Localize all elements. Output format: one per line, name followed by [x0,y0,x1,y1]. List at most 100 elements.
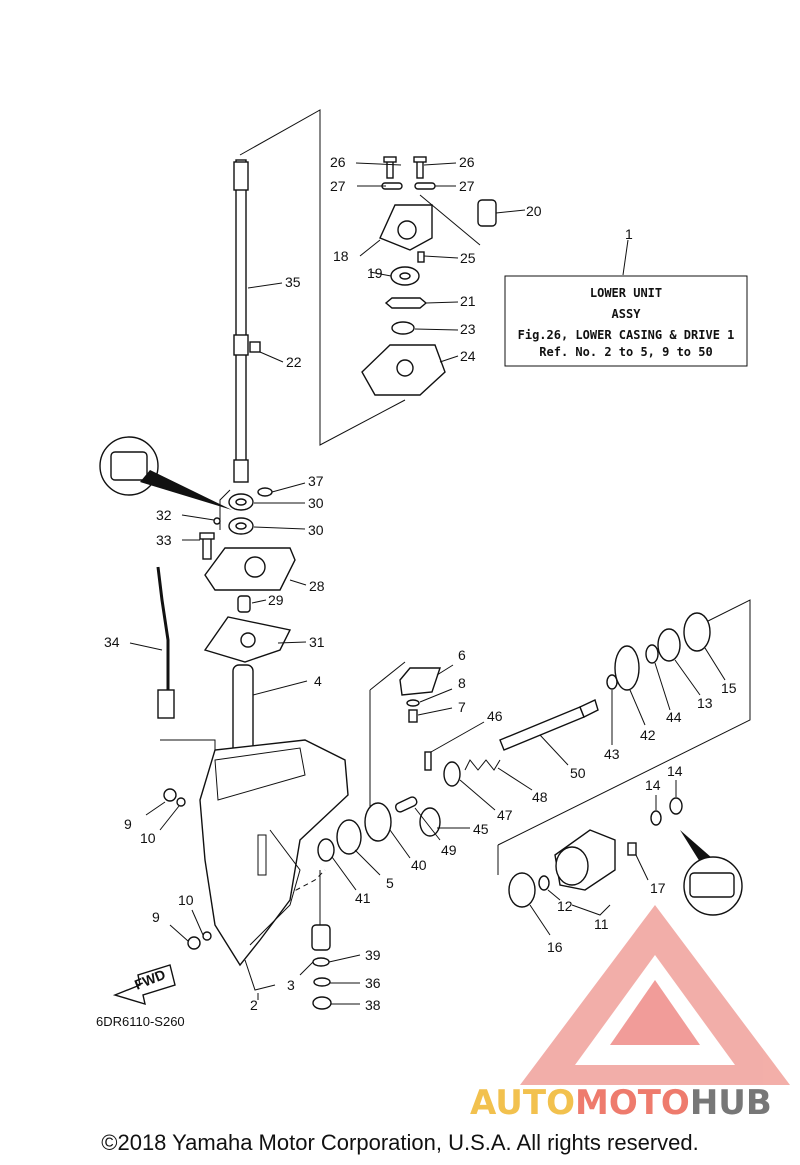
forward-direction-arrow: FWD [112,964,176,1006]
collar-29 [237,595,251,613]
part-37-clip [257,487,273,497]
diagram-code: 6DR6110-S260 [96,1014,185,1029]
ring-47 [443,761,461,787]
callout-46: 46 [487,708,503,724]
bolt-26a-head [383,156,397,163]
shift-rod-34 [156,566,170,690]
washer-10b [202,931,212,941]
callout-34: 34 [104,634,120,650]
callout-9b: 9 [152,909,160,925]
callout-40: 40 [411,857,427,873]
callout-27a: 27 [330,178,346,194]
info-box-line4: Ref. No. 2 to 5, 9 to 50 [539,345,712,359]
water-tube-20 [477,199,497,227]
info-box-leader [622,239,629,276]
callout-21: 21 [460,293,476,309]
callout-39: 39 [365,947,381,963]
bolt-33-head [199,532,215,540]
info-box-frame [504,275,748,367]
callout-7: 7 [458,699,466,715]
callout-33: 33 [156,532,172,548]
callout-49: 49 [441,842,457,858]
callout-26b: 26 [459,154,475,170]
callout-37: 37 [308,473,324,489]
callout-18: 18 [333,248,349,264]
screw-7 [408,709,418,723]
outer-plate-hole [396,359,414,377]
callout-15: 15 [721,680,737,696]
callout-13: 13 [697,695,713,711]
oring-15 [683,612,711,652]
callout-48: 48 [532,789,548,805]
gasket-31-hole [240,632,256,648]
info-box-line3: Fig.26, LOWER CASING & DRIVE 1 [518,328,735,342]
callout-35: 35 [285,274,301,290]
pin-32 [213,517,221,525]
gasket-23 [391,321,415,335]
drive-shaft-bottom-spline [233,459,249,483]
callout-10a: 10 [140,830,156,846]
callout-41: 41 [355,890,371,906]
retainer-group [203,547,296,663]
drive-shaft-collar [233,334,249,356]
plunger-49 [394,796,418,813]
shim-39 [312,957,330,967]
seal-14b [669,797,683,815]
watermark-logo [520,905,790,1085]
callout-1: 1 [625,226,633,242]
callout-6: 6 [458,647,466,663]
bolt-26b-head [413,156,427,163]
callout-27b: 27 [459,178,475,194]
housing-11-bore [555,846,589,886]
watermark-hub: HUB [690,1083,772,1123]
callout-30b: 30 [308,522,324,538]
pinion-group [311,924,332,1010]
callout-14b: 14 [667,763,683,779]
bearing-3 [311,924,331,951]
bolt-9b [187,936,201,950]
water-pump-group-line [239,109,406,446]
insert-19-hole [399,272,411,280]
pump-housing-port [397,220,417,240]
oring-16 [508,872,536,908]
clip-36 [313,977,331,987]
shift-rod-joint [157,689,175,719]
callout-2: 2 [250,997,258,1013]
copyright-notice: ©2018 Yamaha Motor Corporation, U.S.A. A… [101,1130,698,1155]
propeller-shaft [499,699,599,751]
pin-46 [424,751,432,771]
callout-25: 25 [460,250,476,266]
callout-30a: 30 [308,495,324,511]
clutch-45 [419,807,441,837]
lower-casing [199,739,349,967]
callout-10b: 10 [178,892,194,908]
propshaft-housing-group [508,797,683,908]
callout-45: 45 [473,821,489,837]
plate-27b [414,182,436,190]
bolt-9a [163,788,177,802]
bearing-30a-bore [235,498,247,506]
bearing-5 [336,819,362,855]
callout-38: 38 [365,997,381,1013]
lower-casing-rib [257,834,267,876]
info-box: LOWER UNIT ASSY Fig.26, LOWER CASING & D… [504,239,748,367]
lower-casing-skeg [249,829,301,946]
drive-shaft-body [235,159,247,481]
reverse-gear-42 [614,645,640,691]
callout-42: 42 [640,727,656,743]
lower-casing-body [199,739,349,967]
drive-shaft [233,159,273,497]
lubricant-indicator-upper [99,436,232,510]
cover-6 [399,667,441,696]
callout-labels: 1 2 3 4 5 6 7 8 9 9 10 10 11 12 13 14 14… [104,154,737,1013]
impeller-21 [384,297,428,309]
grease-pointer-upper [140,470,232,510]
bearing-bracket-line [219,489,231,530]
lubricant-indicator-lower [680,830,743,916]
casing-fasteners [163,788,212,950]
fwd-arrow-shape [112,964,176,1006]
info-box-line2: ASSY [612,307,642,321]
propeller-shaft-spline [579,699,599,718]
watermark-text: AUTOMOTOHUB [470,1083,772,1123]
